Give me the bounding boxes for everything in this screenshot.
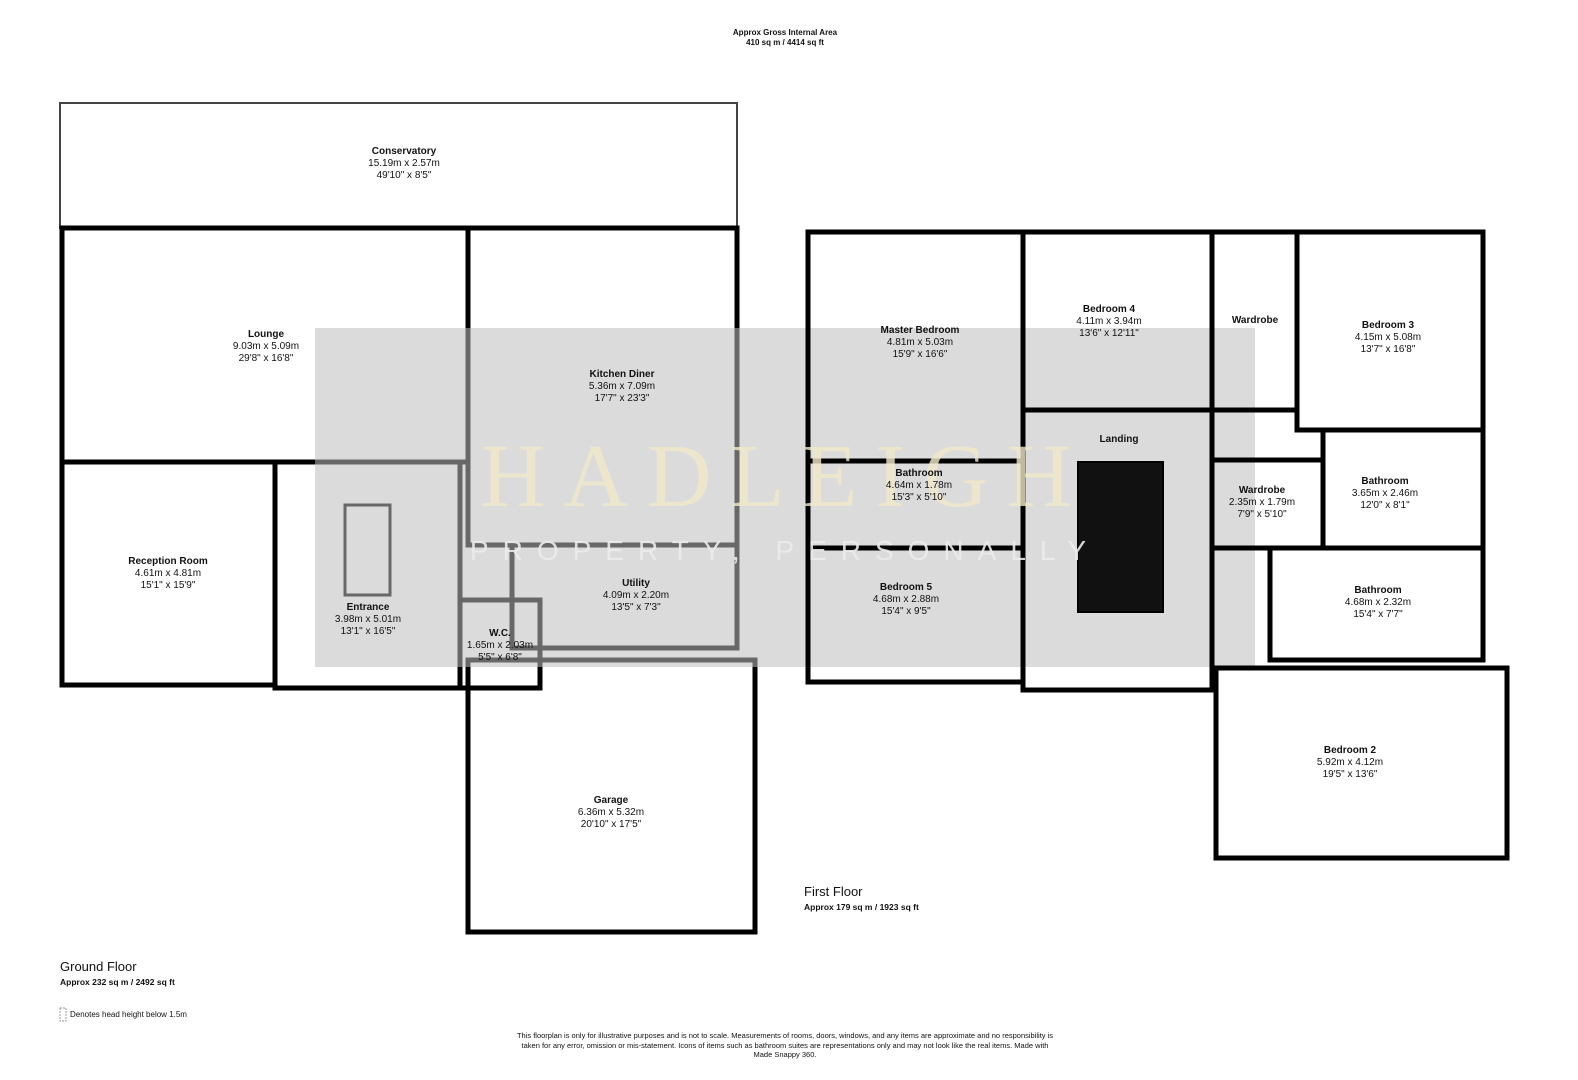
- ground-floor-title: Ground Floor: [60, 959, 137, 974]
- room-name: Wardrobe: [1231, 315, 1279, 326]
- room-dimensions: 13'7" x 16'8": [1360, 344, 1416, 355]
- room-name: Bedroom 5: [879, 582, 933, 593]
- room-name: Landing: [1099, 434, 1139, 445]
- room-dimensions: 13'5" x 7'3": [611, 602, 661, 613]
- gross-area-header: Approx Gross Internal Area 410 sq m / 44…: [733, 28, 837, 48]
- room-dimensions: 9.03m x 5.09m: [232, 341, 300, 352]
- room-dimensions: 15.19m x 2.57m: [368, 158, 440, 169]
- room-landing: Landing: [1100, 434, 1139, 446]
- room-name: Utility: [622, 578, 650, 589]
- room-name: Master Bedroom: [880, 325, 960, 336]
- ground-floor-caption: Ground Floor Approx 232 sq m / 2492 sq f…: [60, 959, 175, 987]
- room-dimensions: 6.36m x 5.32m: [577, 807, 645, 818]
- room-dimensions: 15'9" x 16'6": [892, 349, 948, 360]
- room-name: Bathroom: [895, 468, 943, 479]
- room-name: Conservatory: [371, 146, 437, 157]
- room-dimensions: 4.68m x 2.32m: [1344, 597, 1412, 608]
- disclaimer: This floorplan is only for illustrative …: [516, 1031, 1054, 1059]
- head-height-legend-icon: [59, 1007, 67, 1022]
- room-dimensions: 4.15m x 5.08m: [1354, 332, 1422, 343]
- watermark-tagline: PROPERTY, PERSONALLY: [469, 535, 1101, 566]
- room-dimensions: 4.11m x 3.94m: [1076, 316, 1142, 327]
- room-dimensions: 4.81m x 5.03m: [886, 337, 954, 348]
- room-dimensions: 5.92m x 4.12m: [1316, 757, 1384, 768]
- head-height-legend: Denotes head height below 1.5m: [70, 1010, 187, 1019]
- room-dimensions: 5.36m x 7.09m: [588, 381, 656, 392]
- room-dimensions: 4.68m x 2.88m: [872, 594, 940, 605]
- room-name: Wardrobe: [1238, 485, 1286, 496]
- room-dimensions: 1.65m x 2.03m: [466, 640, 534, 651]
- first-floor-area: Approx 179 sq m / 1923 sq ft: [804, 902, 919, 912]
- room-wardrobe: Wardrobe: [1232, 315, 1278, 327]
- room-dimensions: 3.65m x 2.46m: [1351, 488, 1419, 499]
- room-name: Kitchen Diner: [589, 369, 655, 380]
- room-name: W.C.: [489, 628, 511, 639]
- room-dimensions: 15'3" x 5'10": [891, 492, 947, 503]
- first-floor-caption: First Floor Approx 179 sq m / 1923 sq ft: [804, 884, 919, 912]
- room-dimensions: 19'5" x 13'6": [1322, 769, 1378, 780]
- ground-floor-area: Approx 232 sq m / 2492 sq ft: [60, 977, 175, 987]
- room-dimensions: 3.98m x 5.01m: [334, 614, 402, 625]
- room-dimensions: 29'8" x 16'8": [238, 353, 294, 364]
- room-name: Entrance: [346, 602, 390, 613]
- room-name: Bedroom 3: [1361, 320, 1415, 331]
- room-name: Bedroom 2: [1323, 745, 1377, 756]
- room-dimensions: 4.64m x 1.78m: [885, 480, 953, 491]
- room-name: Reception Room: [128, 556, 208, 567]
- room-dimensions: 13'1" x 16'5": [340, 626, 396, 637]
- room-dimensions: 2.35m x 1.79m: [1228, 497, 1296, 508]
- room-dimensions: 4.61m x 4.81m: [134, 568, 202, 579]
- room-dimensions: 49'10" x 8'5": [376, 170, 432, 181]
- bedroom2-walls: [1213, 665, 1510, 861]
- room-name: Lounge: [247, 329, 285, 340]
- room-dimensions: 4.09m x 2.20m: [602, 590, 670, 601]
- room-dimensions: 5'5" x 6'8": [478, 652, 522, 663]
- watermark-brand: HADLEIGH: [480, 427, 1090, 526]
- room-dimensions: 15'1" x 15'9": [140, 580, 196, 591]
- room-name: Bedroom 4: [1082, 304, 1136, 315]
- gross-area-title: Approx Gross Internal Area: [732, 28, 838, 37]
- gross-area-value: 410 sq m / 4414 sq ft: [746, 38, 824, 47]
- room-name: Bathroom: [1361, 476, 1409, 487]
- room-name: Bathroom: [1354, 585, 1402, 596]
- room-name: Garage: [593, 795, 629, 806]
- room-dimensions: 7'9" x 5'10": [1237, 509, 1287, 520]
- room-dimensions: 15'4" x 9'5": [881, 606, 931, 617]
- room-dimensions: 13'6" x 12'11": [1079, 328, 1139, 339]
- room-dimensions: 17'7" x 23'3": [594, 393, 650, 404]
- bathroom4-walls: [1267, 545, 1486, 663]
- first-floor-walls: [805, 229, 1510, 861]
- room-dimensions: 20'10" x 17'5": [580, 819, 642, 830]
- stairs: [1077, 461, 1164, 613]
- room-dimensions: 15'4" x 7'7": [1353, 609, 1403, 620]
- room-dimensions: 12'0" x 8'1": [1360, 500, 1410, 511]
- first-floor-title: First Floor: [804, 884, 863, 899]
